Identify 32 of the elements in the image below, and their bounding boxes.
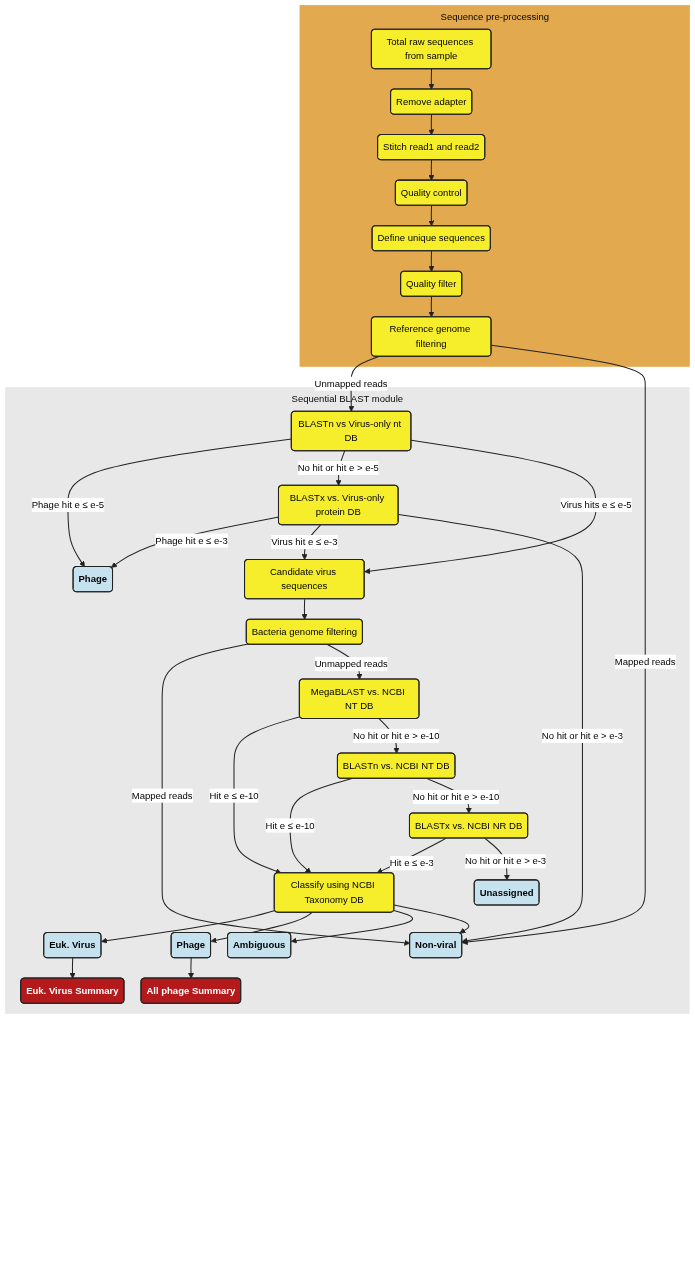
- arrow: [428, 205, 435, 227]
- edge-label: Mapped reads: [131, 789, 193, 801]
- arrow: [364, 439, 597, 575]
- edge-label: Virus hits e ≤ e-5: [560, 499, 632, 511]
- arrow: [301, 598, 308, 620]
- arrow: [428, 114, 435, 136]
- arrow: [428, 159, 435, 181]
- arrow: [101, 910, 276, 944]
- edge-label: No hit or hit e > e-5: [297, 462, 379, 474]
- arrow: [376, 837, 447, 874]
- edge-label: Unmapped reads: [314, 377, 388, 389]
- arrow: [428, 250, 435, 272]
- edge-label: Phage hit e ≤ e-3: [155, 534, 228, 546]
- arrow: [188, 957, 194, 979]
- arrow: [428, 296, 435, 318]
- arrow: [69, 957, 76, 979]
- edge-label: Mapped reads: [614, 655, 676, 667]
- edge-label: Unmapped reads: [314, 658, 388, 670]
- edge-label: No hit or hit e > e-10: [412, 791, 500, 803]
- edge-label: Hit e ≤ e-3: [389, 857, 434, 869]
- edge-label: Hit e ≤ e-10: [265, 819, 315, 831]
- arrow: [393, 904, 470, 934]
- edge-label: No hit or hit e > e-10: [352, 730, 440, 741]
- edge-label: No hit or hit e > e-3: [464, 855, 547, 867]
- arrow: [290, 909, 414, 944]
- edge-label: Hit e ≤ e-10: [209, 789, 259, 801]
- edge-label: No hit or hit e > e-3: [541, 730, 624, 741]
- edge-label: Phage hit e ≤ e-5: [31, 499, 105, 511]
- edge-label: Virus hit e ≤ e-3: [271, 536, 338, 548]
- arrow: [428, 68, 435, 90]
- arrow: [461, 344, 646, 945]
- arrow: [233, 716, 301, 874]
